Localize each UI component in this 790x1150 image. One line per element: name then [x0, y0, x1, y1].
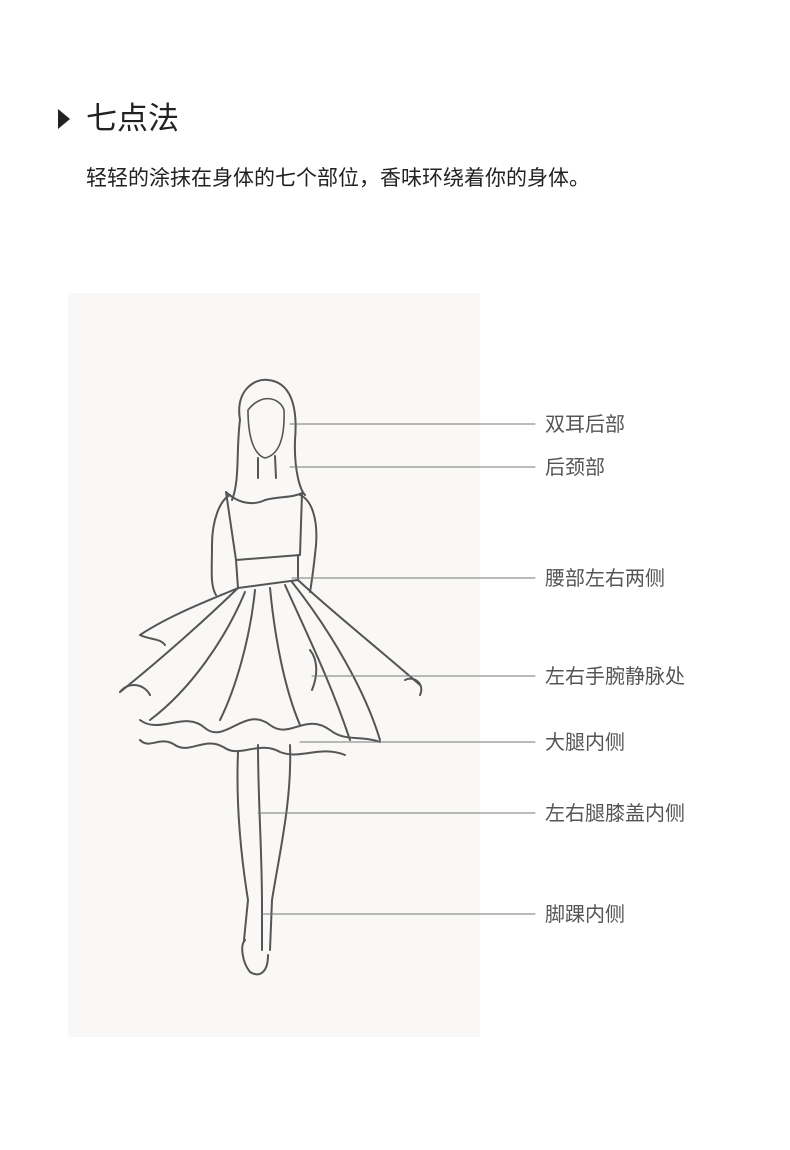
illustration-panel	[68, 293, 480, 1037]
label-inner-knees: 左右腿膝盖内侧	[545, 801, 685, 825]
label-inner-thighs: 大腿内侧	[545, 730, 625, 754]
label-back-neck: 后颈部	[545, 455, 605, 479]
section-bullet-icon	[58, 109, 70, 129]
section-description: 轻轻的涂抹在身体的七个部位，香味环绕着你的身体。	[86, 166, 590, 190]
label-wrists: 左右手腕静脉处	[545, 664, 685, 688]
label-waist-sides: 腰部左右两侧	[545, 566, 665, 590]
label-inner-ankles: 脚踝内侧	[545, 902, 625, 926]
label-behind-ears: 双耳后部	[545, 412, 625, 436]
section-title: 七点法	[86, 101, 179, 137]
